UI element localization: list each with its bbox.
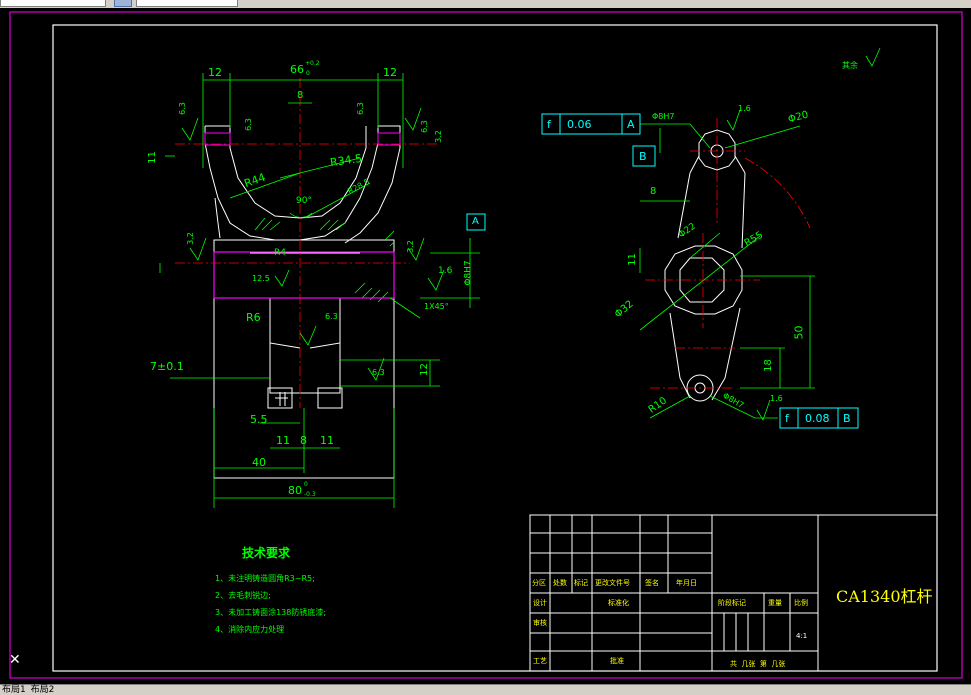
top-toolbar — [0, 0, 971, 8]
tb-weight: 重量 — [768, 599, 782, 607]
dim-66-tol-lower: 0 — [306, 70, 310, 77]
tb-header-1: 分区 — [532, 579, 546, 587]
tech-requirements-title: 技术要求 — [242, 546, 291, 560]
dim-r55: R55 — [742, 229, 766, 250]
rough-6-3-b: 6.3 — [243, 118, 253, 131]
tb-header-5: 签名 — [645, 579, 659, 587]
left-centerlines — [175, 78, 440, 408]
tech-requirements-list: 1、未注明铸造圆角R3~R5; 2、去毛刺锐边; 3、未加工铸面涂138防锈底漆… — [215, 570, 326, 638]
dim-8-right: 8 — [650, 186, 657, 197]
fcf1-value: 0.06 — [567, 118, 592, 131]
dim-50: 50 — [792, 325, 806, 340]
rough-3-2-c: 3.2 — [433, 130, 443, 143]
tech-item-2: 2、去毛刺锐边; — [215, 591, 271, 600]
dim-r44: R44 — [242, 170, 268, 191]
rough-6-3-e: 6.3 — [325, 312, 338, 321]
right-dimension-lines — [639, 47, 881, 421]
rough-6-3-a: 6.3 — [177, 102, 187, 115]
tech-item-4: 4、消除内应力处理 — [215, 625, 285, 634]
dim-r28-5: R28.5 — [346, 177, 372, 196]
rough-3-2-a: 3.2 — [185, 232, 195, 245]
dim-66: 66 — [290, 63, 304, 76]
dim-r34-5: R34.5 — [329, 151, 363, 170]
rough-6-3-d: 6.3 — [419, 120, 429, 133]
tab-layout-2[interactable]: 布局2 — [30, 685, 55, 695]
fcf2-symbol: f — [785, 412, 789, 425]
tb-approve: 批准 — [610, 657, 624, 665]
dim-phi8h7-right-bottom: Φ8H7 — [721, 390, 746, 411]
tb-sheets: 共 几张 第 几张 — [730, 660, 786, 668]
dim-r4: R4 — [274, 248, 286, 258]
title-block-frame — [529, 514, 938, 672]
dim-7-tol: 7±0.1 — [150, 360, 184, 373]
dim-40: 40 — [252, 456, 266, 469]
dim-11-a: 11 — [276, 434, 290, 447]
dim-66-tol-upper: +0.2 — [305, 60, 320, 67]
dim-11-left: 11 — [146, 151, 158, 164]
dim-phi8h7-left: Φ8H7 — [463, 260, 474, 286]
tb-process: 工艺 — [533, 657, 547, 665]
sheet-boundary — [9, 11, 963, 679]
tb-header-6: 年月日 — [676, 579, 697, 587]
tb-scale-value: 4:1 — [796, 632, 808, 640]
drawing-border — [52, 24, 938, 672]
dim-12-left: 12 — [208, 66, 222, 79]
roughness-note: 其余 — [842, 61, 858, 70]
dim-phi8h7-right-top: Φ8H7 — [652, 112, 675, 121]
dim-80-tol-upper: 0 — [304, 481, 308, 488]
fcf2-value: 0.08 — [805, 412, 830, 425]
rough-6-3-c: 6.3 — [355, 102, 365, 115]
properties-icon[interactable] — [114, 0, 132, 7]
dim-phi20: Φ20 — [786, 109, 810, 126]
tab-layout-1[interactable]: 布局1 — [2, 685, 26, 695]
fcf1-datum: A — [627, 118, 635, 131]
tech-item-3: 3、未加工铸面涂138防锈底漆; — [215, 608, 327, 617]
dim-90deg: 90° — [296, 196, 312, 206]
rough-3-2-b: 3.2 — [405, 240, 415, 253]
layer-dropdown[interactable] — [0, 0, 106, 7]
left-dimension-lines — [159, 73, 480, 508]
fcf2-datum: B — [843, 412, 851, 425]
datum-b: B — [639, 150, 647, 163]
dim-12-right: 12 — [383, 66, 397, 79]
dim-80: 80 — [288, 484, 302, 497]
dim-12-low: 12 — [418, 363, 430, 376]
datum-a-left: A — [472, 216, 479, 227]
drawing-canvas[interactable]: 12 66 +0.2 0 12 8 R34.5 R44 90° R28.5 11… — [0, 8, 971, 684]
tb-header-3: 标记 — [574, 579, 588, 587]
tech-item-1: 1、未注明铸造圆角R3~R5; — [215, 574, 315, 583]
rough-1-6-left: 1.6 — [438, 266, 453, 276]
tb-standard: 标准化 — [608, 599, 629, 607]
rough-1-6-right-b: 1.6 — [770, 394, 783, 403]
dim-chamfer: 1X45° — [424, 302, 449, 311]
right-centerlines — [645, 118, 811, 389]
ucs-icon: ✕ — [9, 652, 21, 668]
tb-header-4: 更改文件号 — [595, 579, 630, 587]
dim-5-5: 5.5 — [250, 413, 268, 426]
dim-8-b: 8 — [300, 434, 307, 447]
dim-12-5: 12.5 — [252, 274, 270, 283]
rough-6-3-f: 6.3 — [372, 368, 385, 377]
tb-design: 设计 — [533, 599, 547, 607]
dim-11-b: 11 — [320, 434, 334, 447]
dim-18: 18 — [762, 359, 774, 372]
fcf-boxes — [466, 113, 859, 429]
tb-header-2: 处数 — [553, 579, 567, 587]
fcf1-symbol: f — [547, 118, 551, 131]
dim-11-right: 11 — [626, 253, 638, 266]
dim-r10: R10 — [646, 395, 670, 416]
tb-stage-mark: 阶段标记 — [718, 599, 746, 607]
tb-scale: 比例 — [794, 599, 808, 607]
tb-part-title: CA1340杠杆 — [836, 587, 933, 606]
style-dropdown[interactable] — [136, 0, 238, 7]
dim-phi32: Φ32 — [612, 298, 636, 321]
rough-1-6-right-a: 1.6 — [738, 104, 751, 113]
tb-review: 审核 — [533, 619, 547, 627]
left-view — [204, 125, 401, 479]
layout-tab-bar: 布局1 布局2 — [0, 684, 971, 695]
dim-8-top: 8 — [297, 90, 304, 101]
dim-80-tol-lower: -0.3 — [304, 491, 316, 498]
dim-phi22: Φ22 — [676, 221, 698, 241]
dim-r6: R6 — [246, 311, 261, 324]
